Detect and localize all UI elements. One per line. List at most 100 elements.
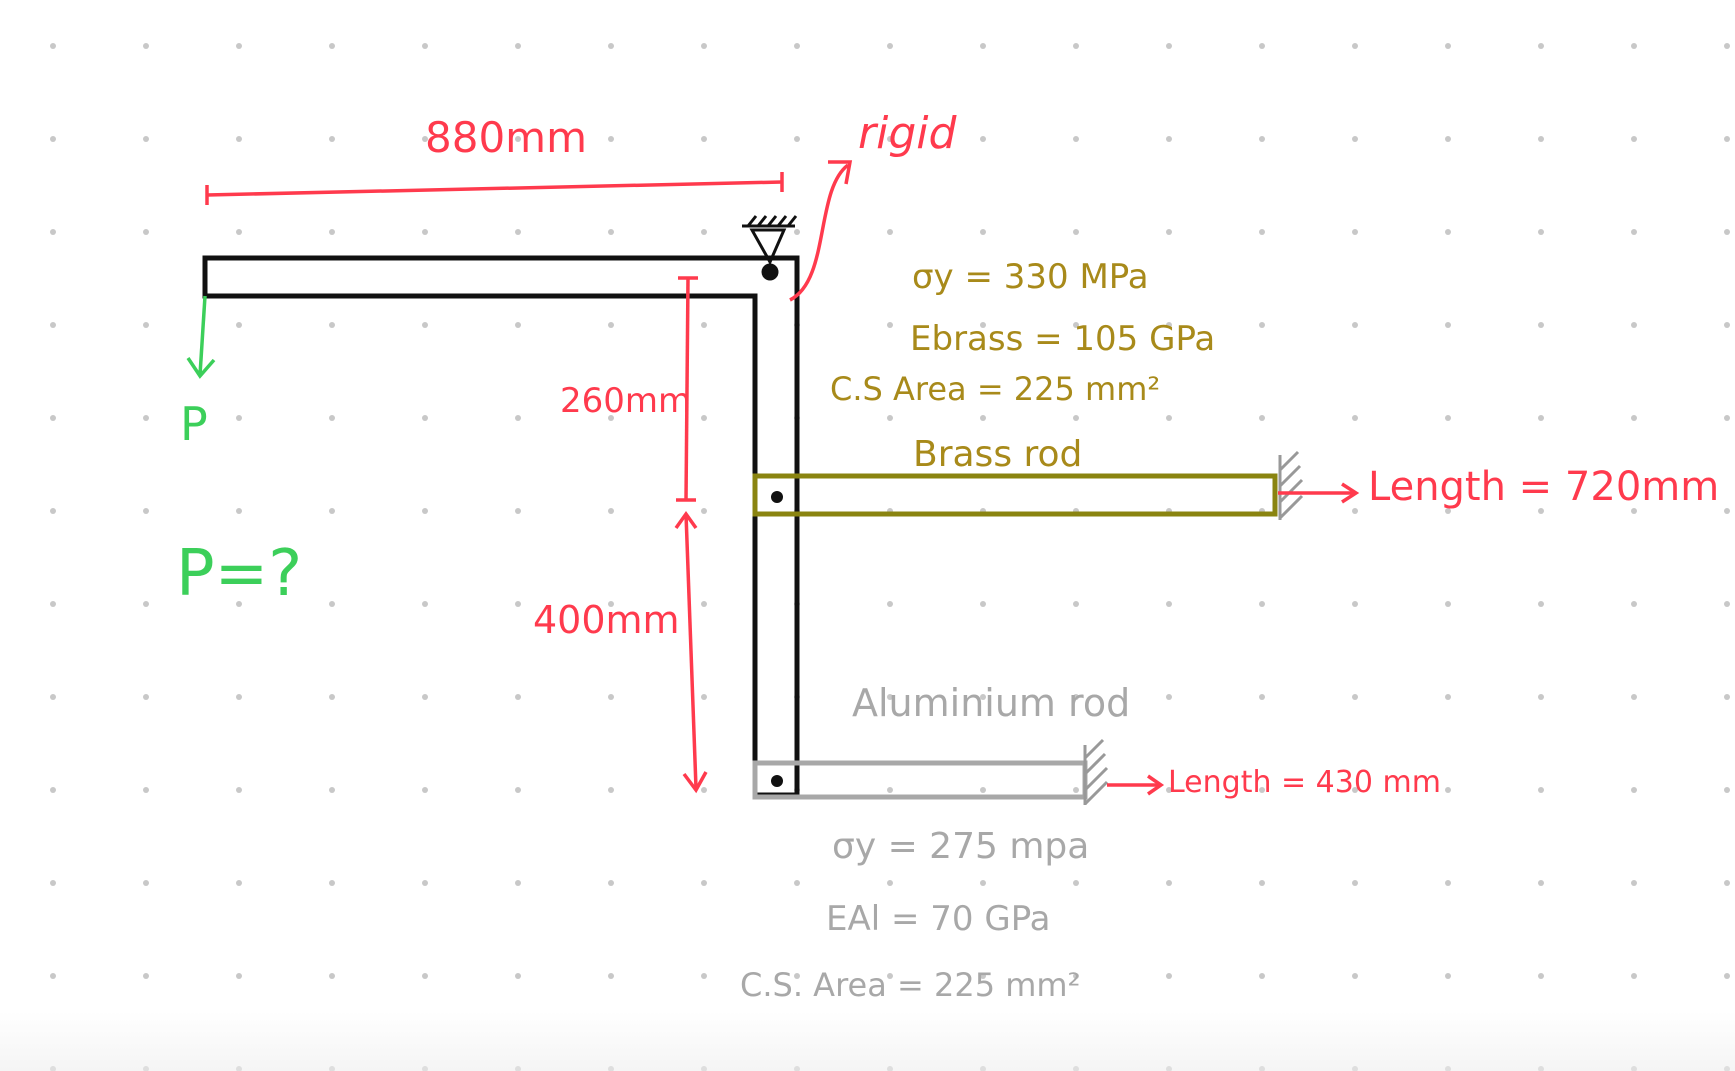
grid-dot	[608, 973, 614, 979]
grid-dot	[608, 43, 614, 49]
grid-dot	[329, 787, 335, 793]
grid-dot	[701, 508, 707, 514]
grid-dot	[1352, 322, 1358, 328]
grid-dot	[1724, 43, 1730, 49]
aluminium-modulus: EAl = 70 GPa	[826, 899, 1051, 939]
grid-dot	[515, 787, 521, 793]
dimension-260	[676, 276, 698, 502]
brass-pin-icon	[771, 491, 783, 503]
grid-dot	[329, 601, 335, 607]
grid-dot	[1259, 136, 1265, 142]
grid-dot	[329, 415, 335, 421]
grid-dot	[329, 508, 335, 514]
grid-dot	[701, 322, 707, 328]
brass-length: Length = 720mm	[1368, 464, 1719, 510]
grid-dot	[608, 601, 614, 607]
grid-dot	[1724, 880, 1730, 886]
grid-dot	[1352, 973, 1358, 979]
grid-dot	[1259, 973, 1265, 979]
grid-dot	[1166, 787, 1172, 793]
grid-dot	[329, 694, 335, 700]
grid-dot	[1073, 880, 1079, 886]
brass-modulus: Ebrass = 105 GPa	[910, 319, 1215, 359]
grid-dot	[1166, 136, 1172, 142]
grid-dot	[701, 136, 707, 142]
grid-dot	[329, 136, 335, 142]
grid-dot	[701, 601, 707, 607]
grid-dot	[515, 694, 521, 700]
grid-dot	[1631, 229, 1637, 235]
grid-dot	[1073, 601, 1079, 607]
grid-dot	[329, 229, 335, 235]
grid-dot	[143, 694, 149, 700]
grid-dot	[887, 787, 893, 793]
grid-dot	[50, 508, 56, 514]
grid-dot	[1073, 229, 1079, 235]
grid-dot	[980, 322, 986, 328]
grid-dot	[1538, 229, 1544, 235]
grid-dot	[980, 880, 986, 886]
grid-dot	[980, 694, 986, 700]
grid-dot	[422, 508, 428, 514]
grid-dot	[608, 508, 614, 514]
grid-dot	[1259, 787, 1265, 793]
grid-dot	[1073, 973, 1079, 979]
grid-dot	[1445, 136, 1451, 142]
grid-dot	[1073, 43, 1079, 49]
grid-dot	[143, 322, 149, 328]
grid-dot	[1445, 229, 1451, 235]
grid-dot	[1352, 694, 1358, 700]
aluminium-rod	[752, 760, 1088, 800]
grid-dot	[1166, 973, 1172, 979]
grid-dot	[329, 880, 335, 886]
grid-dot	[1724, 973, 1730, 979]
grid-dot	[1445, 973, 1451, 979]
grid-dot	[236, 787, 242, 793]
grid-dot	[887, 973, 893, 979]
grid-dot	[608, 136, 614, 142]
grid-dot	[980, 973, 986, 979]
bottom-fade	[0, 1011, 1735, 1071]
grid-dot	[887, 601, 893, 607]
grid-dot	[1259, 601, 1265, 607]
aluminium-area: C.S. Area = 225 mm²	[740, 966, 1080, 1004]
grid-dot	[1724, 787, 1730, 793]
grid-dot	[1631, 508, 1637, 514]
grid-dot	[701, 229, 707, 235]
grid-dot	[1352, 136, 1358, 142]
grid-dot	[1352, 787, 1358, 793]
grid-dot	[1166, 601, 1172, 607]
grid-dot	[422, 880, 428, 886]
grid-dot	[887, 880, 893, 886]
grid-dot	[143, 229, 149, 235]
grid-dot	[50, 880, 56, 886]
grid-dot	[1259, 415, 1265, 421]
grid-dot	[1538, 415, 1544, 421]
aluminium-yield-stress: σy = 275 mpa	[832, 826, 1089, 867]
grid-dot	[422, 694, 428, 700]
grid-dot	[50, 415, 56, 421]
grid-dot	[236, 415, 242, 421]
grid-dot	[1724, 508, 1730, 514]
grid-dot	[1631, 601, 1637, 607]
grid-dot	[1445, 415, 1451, 421]
grid-dot	[1166, 229, 1172, 235]
grid-dot	[50, 973, 56, 979]
grid-dot	[1538, 508, 1544, 514]
load-arrow	[186, 295, 216, 379]
grid-dot	[143, 880, 149, 886]
dimension-880	[205, 172, 784, 205]
grid-dot	[887, 694, 893, 700]
grid-dot	[1724, 601, 1730, 607]
grid-dot	[1445, 43, 1451, 49]
grid-dot	[794, 136, 800, 142]
grid-dot	[1073, 694, 1079, 700]
grid-dot	[329, 973, 335, 979]
grid-dot	[50, 229, 56, 235]
grid-dot	[1538, 973, 1544, 979]
grid-dot	[1073, 136, 1079, 142]
grid-dot	[887, 136, 893, 142]
grid-dot	[422, 229, 428, 235]
grid-dot	[1631, 322, 1637, 328]
